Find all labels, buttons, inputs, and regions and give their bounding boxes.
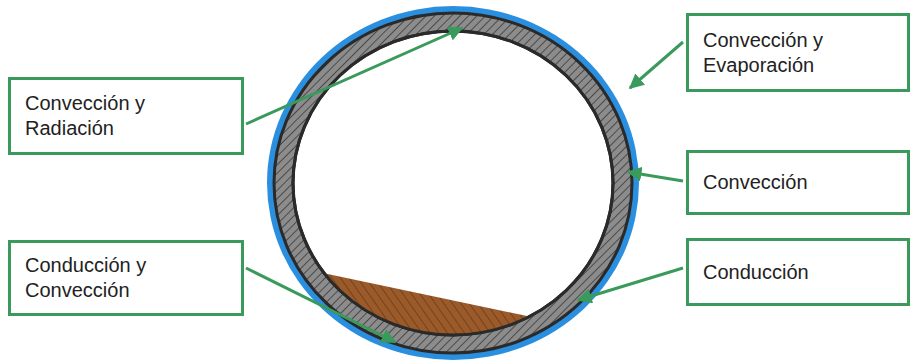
callout-box: Convección y Radiación (8, 77, 244, 155)
callout-text: Convección (703, 170, 873, 195)
leader-line (630, 42, 683, 88)
callout-box: Conducción (686, 238, 910, 306)
callout-box: Convección (686, 150, 910, 215)
callout-text: Conducción y Convección (25, 253, 195, 303)
leader-line (578, 268, 683, 300)
callout-text: Conducción (703, 260, 873, 285)
callout-box: Convección y Evaporación (686, 13, 910, 92)
leader-line (628, 172, 683, 181)
pipe-inner-outline (293, 31, 613, 335)
sediment (260, 262, 640, 360)
callout-text: Convección y Evaporación (703, 28, 873, 78)
callout-text: Convección y Radiación (25, 91, 195, 141)
leader-line (246, 28, 462, 124)
leader-line (246, 268, 395, 342)
callout-box: Conducción y Convección (8, 240, 244, 316)
